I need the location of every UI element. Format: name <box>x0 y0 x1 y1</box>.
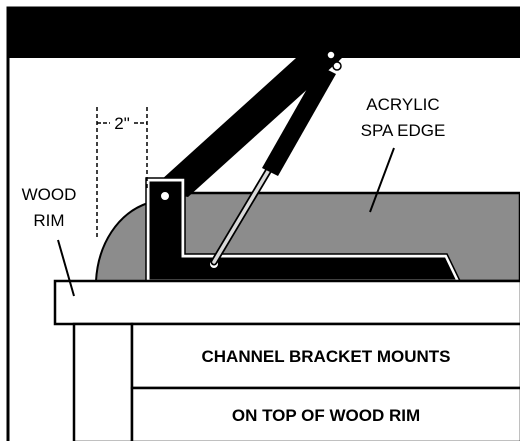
acrylic-label-line2: SPA EDGE <box>361 121 446 140</box>
banner-bottom-box <box>130 386 520 441</box>
banner-bottom-text: ON TOP OF WOOD RIM <box>232 406 420 425</box>
gas-strut-rod-shine <box>212 166 272 264</box>
spa-cover-band <box>8 8 520 58</box>
acrylic-leader <box>369 147 395 213</box>
lifter-arm <box>150 58 342 197</box>
wood-label-line1: WOOD <box>22 185 77 204</box>
bracket-pivot-bolt <box>159 190 171 202</box>
wood-rim-leader <box>57 239 75 297</box>
dimension-label: 2" <box>114 114 130 133</box>
wood-rim-post <box>72 322 134 441</box>
arm-top-pivot-bolt-2 <box>332 61 342 71</box>
acrylic-label-line1: ACRYLIC <box>366 95 439 114</box>
arm-top-pivot-bolt <box>326 50 336 60</box>
wood-label-line2: RIM <box>33 211 64 230</box>
banner-top-text: CHANNEL BRACKET MOUNTS <box>201 347 450 366</box>
gas-strut-cylinder <box>262 66 336 176</box>
wood-rim-board <box>53 279 520 326</box>
